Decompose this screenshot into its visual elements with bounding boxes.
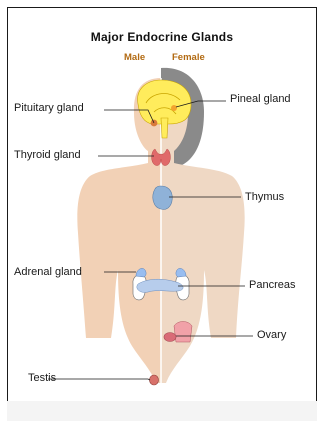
- label-adrenal-gland: Adrenal gland: [14, 266, 82, 278]
- uterus-icon: [174, 322, 192, 343]
- body-illustration: [8, 8, 316, 401]
- brain-shape: [138, 80, 191, 124]
- bottom-margin-strip: [7, 401, 317, 421]
- brainstem: [161, 118, 168, 138]
- label-thymus: Thymus: [245, 191, 284, 203]
- label-pineal-gland: Pineal gland: [230, 93, 291, 105]
- pineal-gland-icon: [171, 105, 177, 111]
- diagram-frame: Major Endocrine Glands Male Female Pitui…: [7, 7, 317, 402]
- testis-icon: [150, 375, 159, 385]
- ovary-icon: [164, 333, 176, 342]
- label-testis: Testis: [28, 372, 56, 384]
- label-pituitary-gland: Pituitary gland: [14, 102, 84, 114]
- legend-male: Male: [124, 52, 145, 63]
- testis-pointer: [48, 379, 150, 380]
- label-ovary: Ovary: [257, 329, 286, 341]
- label-pancreas: Pancreas: [249, 279, 295, 291]
- legend-female: Female: [172, 52, 205, 63]
- label-thyroid-gland: Thyroid gland: [14, 149, 81, 161]
- male-silhouette: [77, 78, 161, 383]
- diagram-title: Major Endocrine Glands: [8, 30, 316, 44]
- male-body: [77, 78, 161, 383]
- thymus-icon: [153, 186, 172, 209]
